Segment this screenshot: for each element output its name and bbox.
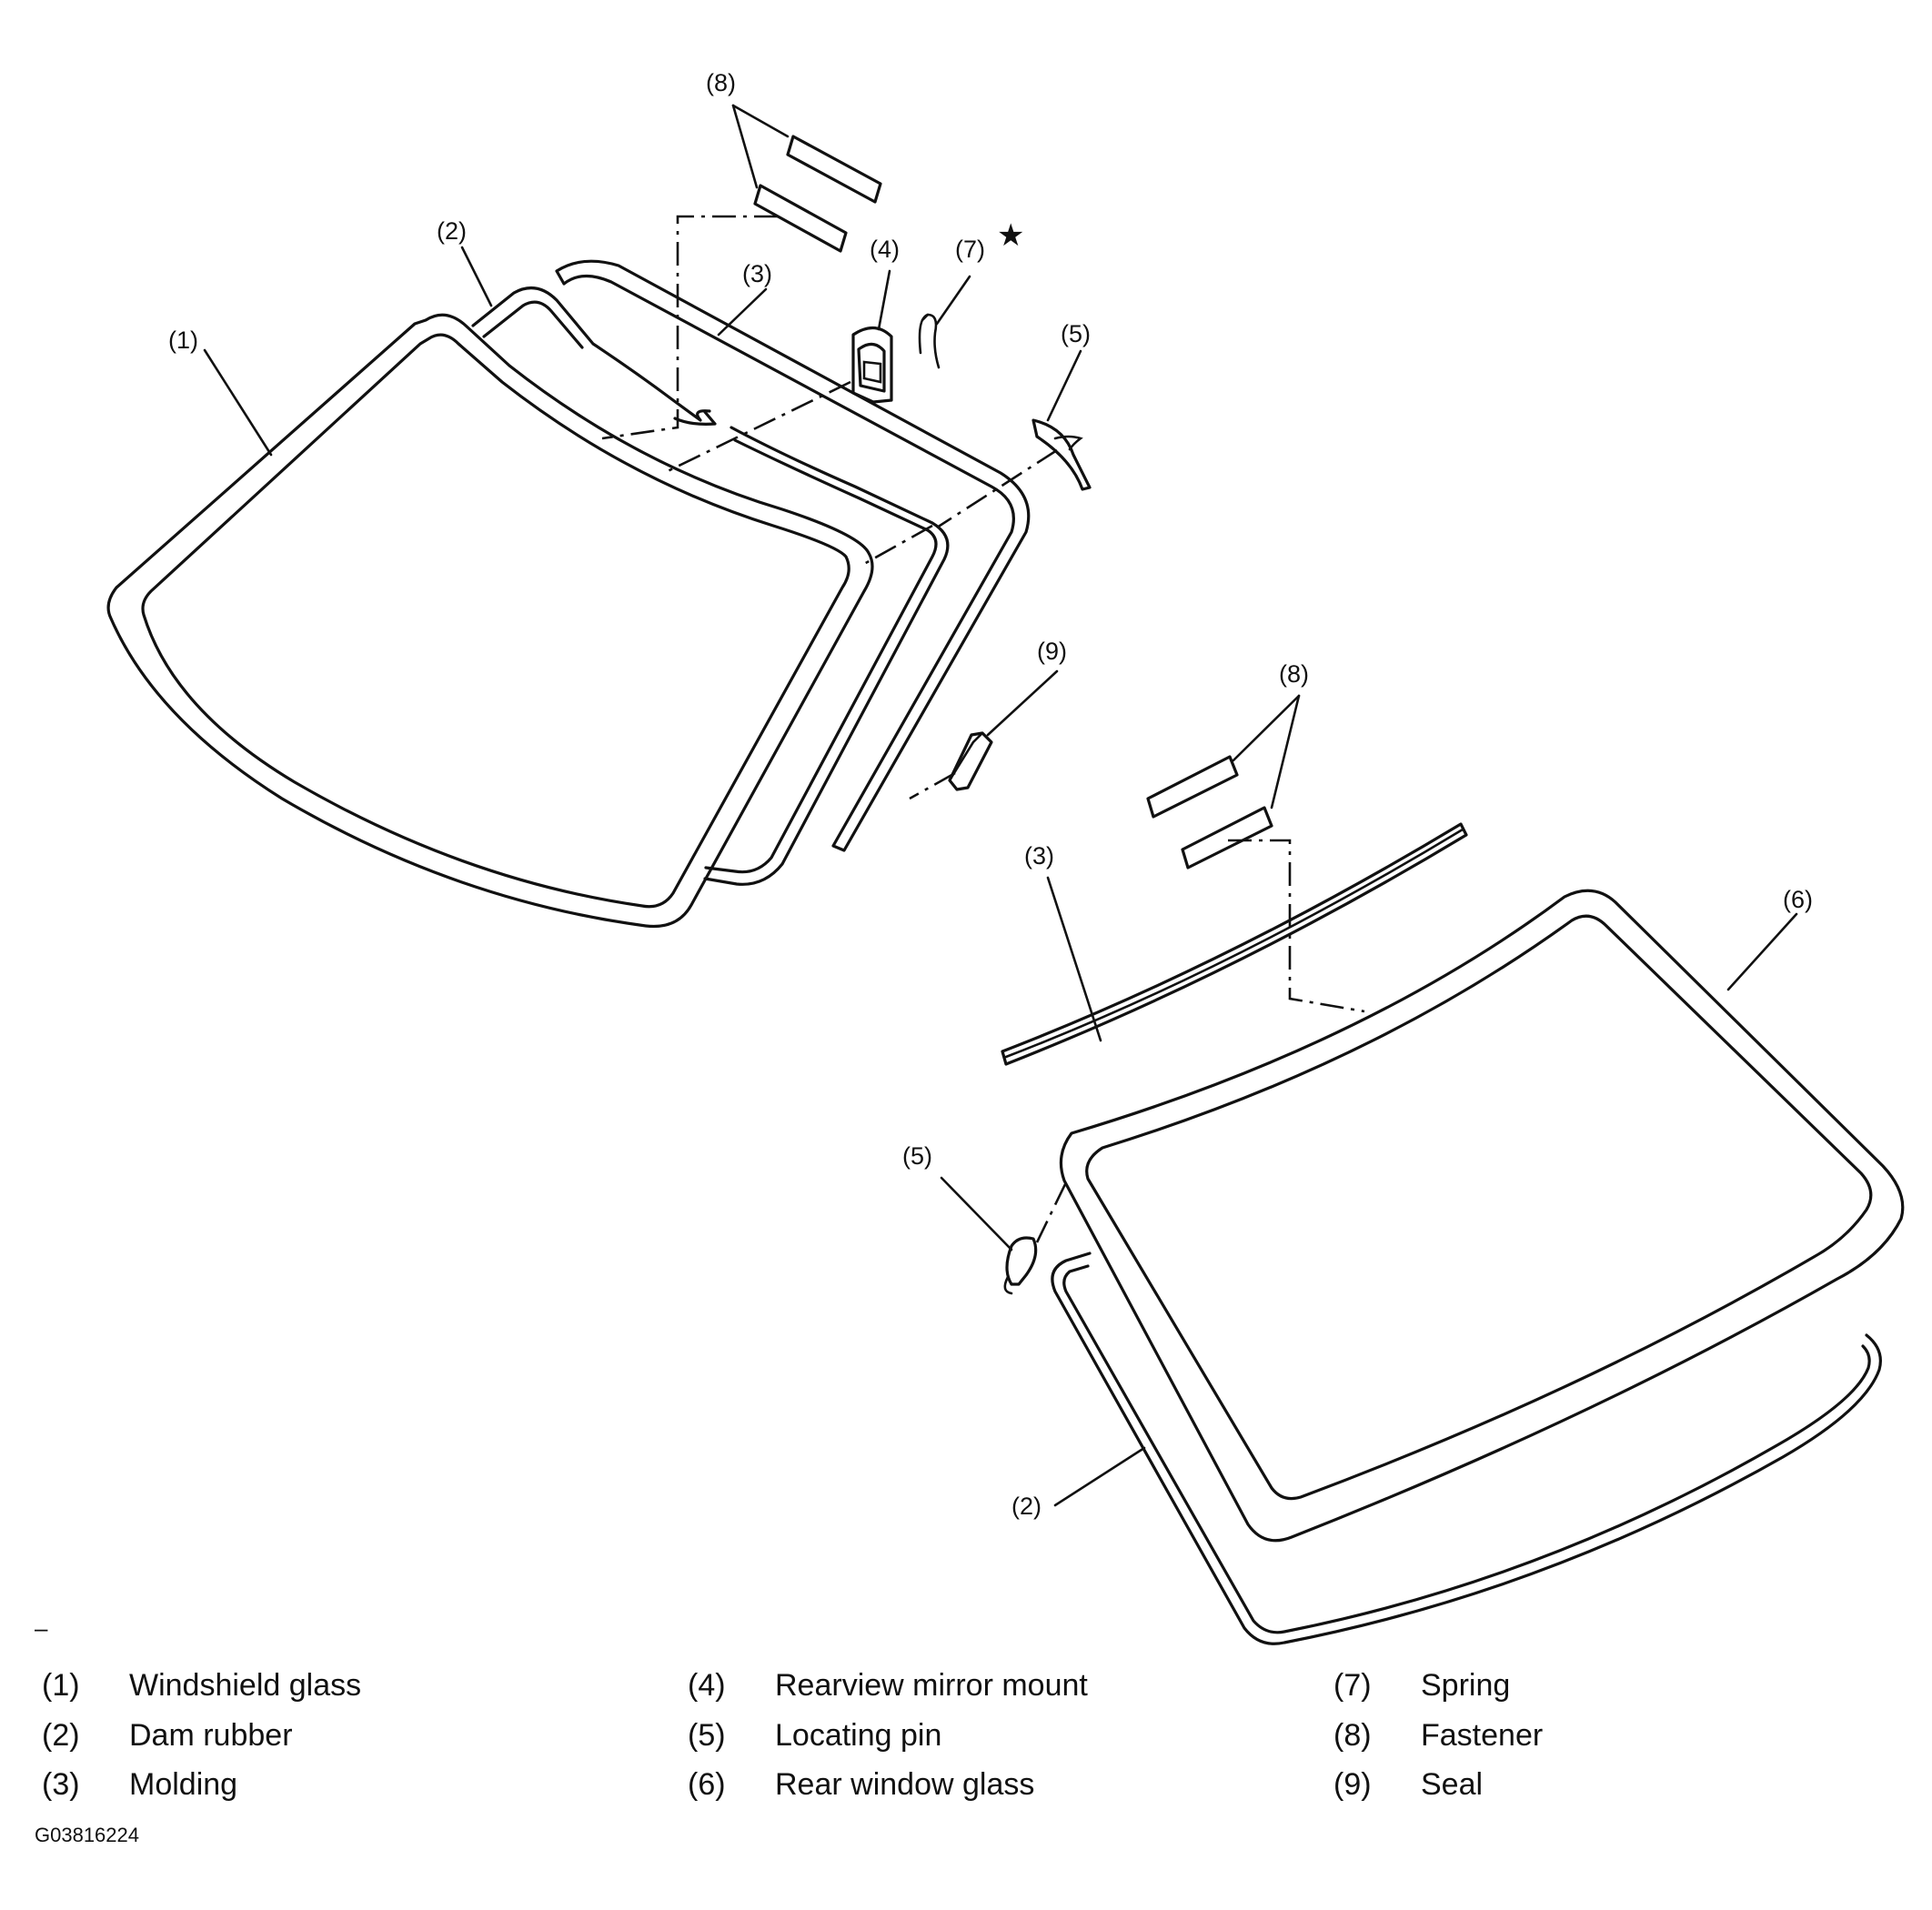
callout-2-bottom: (2)	[1011, 1493, 1041, 1520]
legend-num: (3)	[42, 1767, 80, 1802]
legend-num: (1)	[42, 1668, 80, 1703]
front-fasteners	[753, 135, 882, 253]
locating-pin-lower	[1003, 1236, 1038, 1295]
callout-8-top: (8)	[706, 69, 736, 96]
legend-num: (9)	[1333, 1767, 1372, 1802]
legend-num: (7)	[1333, 1668, 1372, 1703]
seal	[948, 731, 993, 791]
callout-8-bottom: (8)	[1279, 660, 1309, 688]
legend-label: Rearview mirror mount	[775, 1668, 1088, 1703]
callout-1: (1)	[168, 327, 198, 354]
legend-label: Seal	[1421, 1767, 1484, 1802]
mount-dashline	[663, 380, 851, 475]
legend-num: (6)	[688, 1767, 726, 1802]
legend-label: Locating pin	[775, 1718, 942, 1753]
locating-pin-upper	[1031, 418, 1092, 491]
legend-label: Rear window glass	[775, 1767, 1035, 1802]
rear-fasteners	[1146, 755, 1273, 870]
legend-num: (5)	[688, 1718, 726, 1753]
legend-num: (2)	[42, 1718, 80, 1753]
star-icon: ★	[997, 217, 1024, 254]
callout-5-bottom: (5)	[902, 1142, 932, 1170]
legend-label: Molding	[129, 1767, 238, 1802]
callout-5-top: (5)	[1061, 320, 1091, 347]
legend-label: Fastener	[1421, 1718, 1544, 1753]
rear-molding	[1001, 822, 1468, 1066]
callout-7: (7)	[955, 236, 985, 263]
callout-6: (6)	[1783, 886, 1813, 913]
leader-lines	[203, 104, 1798, 1507]
callout-9: (9)	[1037, 638, 1067, 665]
callout-2-top: (2)	[437, 217, 467, 245]
rear-dam-rubber	[1051, 1252, 1882, 1645]
rear-fastener-dashline	[1228, 839, 1365, 1013]
callout-4: (4)	[870, 236, 900, 263]
rear-window-glass	[1059, 889, 1905, 1543]
figure-code: G03816224	[35, 1824, 139, 1846]
callout-3-top: (3)	[742, 260, 772, 287]
legend-num: (4)	[688, 1668, 726, 1703]
windshield-glass	[106, 313, 874, 929]
dash-mark: –	[35, 1614, 48, 1642]
legend-label: Dam rubber	[129, 1718, 293, 1753]
front-molding	[555, 259, 1031, 852]
pin-dashline-lower	[1035, 1181, 1068, 1243]
legend-label: Windshield glass	[129, 1668, 362, 1703]
glass-dashline	[863, 524, 933, 566]
legend-label: Spring	[1421, 1668, 1511, 1703]
callout-3-bottom: (3)	[1024, 842, 1054, 870]
front-dam-rubber	[471, 286, 950, 886]
rearview-mirror-mount	[851, 326, 893, 404]
seal-dashline	[909, 771, 956, 800]
legend-num: (8)	[1333, 1718, 1372, 1753]
spring	[918, 313, 941, 369]
fastener-dashline	[601, 215, 778, 440]
